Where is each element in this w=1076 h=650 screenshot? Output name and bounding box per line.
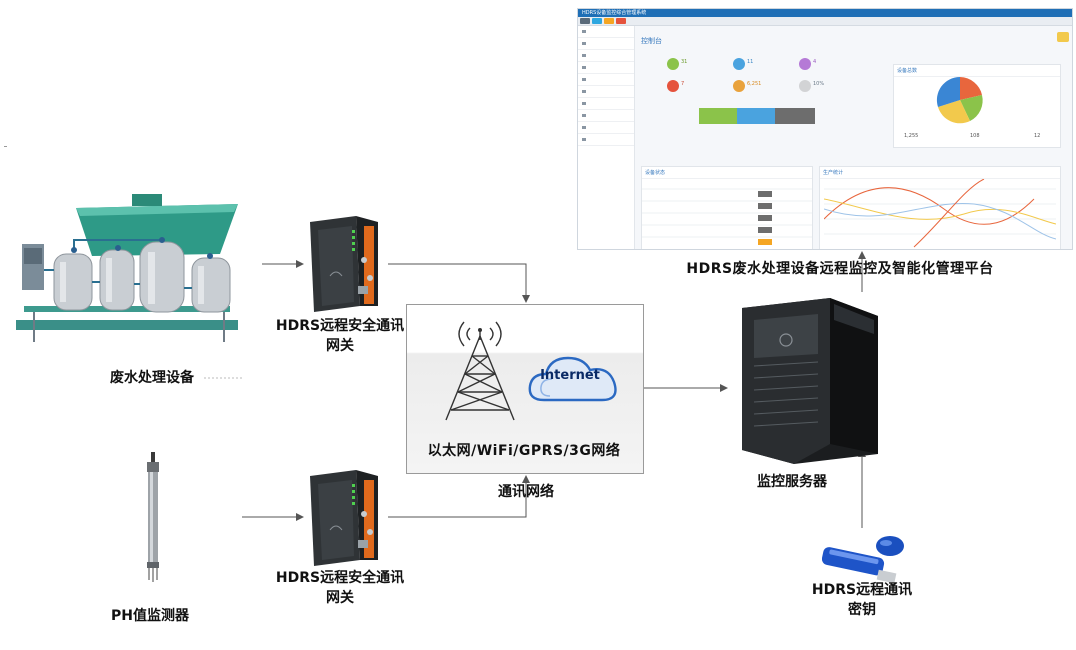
gateway-top-label-line1: HDRS远程安全通讯: [275, 318, 405, 334]
key-label-line1: HDRS远程通讯: [811, 582, 913, 598]
production-panel-title: 生产统计: [820, 167, 1060, 179]
production-panel: 生产统计: [819, 166, 1061, 249]
social-count: 12: [1034, 133, 1041, 139]
pie-panel: 设备总数 1,255 108 12: [893, 64, 1061, 148]
stray-mark: [4, 146, 7, 147]
sidebar-item: [578, 38, 634, 50]
sidebar-item: [578, 50, 634, 62]
gateway-bottom-device: [310, 470, 378, 566]
internet-cloud-icon: [528, 356, 617, 402]
sidebar-item: [578, 62, 634, 74]
dashboard-badge: [1057, 32, 1069, 42]
server-label: 监控服务器: [757, 474, 827, 490]
sidebar-item: [578, 74, 634, 86]
network-types-label: 以太网/WiFi/GPRS/3G网络: [427, 443, 621, 459]
dashboard-title-bar: HDRS设备监控综合管理系统: [578, 9, 1072, 17]
arrow-gateway-top-to-network: [388, 263, 530, 303]
dashboard-main: 控制台 31 11 4 7 6,251 10% 设备总数 1,255 108 1…: [635, 26, 1072, 249]
sidebar-item: [578, 98, 634, 110]
sidebar-item: [578, 122, 634, 134]
key-label-line2: 密钥: [848, 602, 876, 618]
production-line-chart: [824, 179, 1056, 248]
server-image: [742, 298, 878, 464]
ph-monitor-label: PH值监测器: [111, 608, 189, 624]
sidebar-item: [578, 86, 634, 98]
status-panel-title: 设备状态: [642, 167, 812, 179]
arrow-gateway-bottom-to-network: [388, 475, 530, 518]
dashboard-toolbar: [578, 17, 1072, 26]
dashboard-stats: [667, 58, 815, 124]
tower-icon: [445, 321, 515, 421]
gateway-bottom-label-line1: HDRS远程安全通讯: [275, 570, 405, 586]
stat-value: 11: [747, 59, 754, 65]
platform-label: HDRS废水处理设备远程监控及智能化管理平台: [686, 261, 994, 277]
toolbar-tab: [580, 18, 590, 24]
stat-value: 6,251: [747, 81, 762, 87]
status-table: [642, 188, 812, 245]
sidebar-item: [578, 110, 634, 122]
internet-label: Internet: [540, 368, 600, 383]
social-count: 108: [970, 133, 980, 139]
gateway-bottom-label-line2: 网关: [326, 590, 354, 606]
usb-key-image: [822, 536, 904, 582]
pie-chart: [936, 76, 983, 124]
network-caption-label: 通讯网络: [498, 484, 554, 500]
pie-panel-title: 设备总数: [894, 65, 1060, 77]
sidebar-item: [578, 134, 634, 146]
stat-value: 7: [681, 81, 685, 87]
toolbar-tab: [592, 18, 602, 24]
gateway-top-device: [310, 216, 378, 312]
equipment-label: 废水处理设备: [110, 370, 194, 386]
equipment-label-dots: [204, 377, 244, 379]
platform-dashboard: HDRS设备监控综合管理系统 控制台 31 11 4 7 6,251 10%: [577, 8, 1073, 250]
stat-value: 4: [813, 59, 817, 65]
stat-value: 31: [681, 59, 688, 65]
toolbar-tab: [604, 18, 614, 24]
toolbar-tab: [616, 18, 626, 24]
gateway-top-label-line2: 网关: [326, 338, 354, 354]
dashboard-title: HDRS设备监控综合管理系统: [582, 10, 647, 16]
social-count: 1,255: [904, 133, 919, 139]
status-panel: 设备状态: [641, 166, 813, 249]
sidebar-item: [578, 26, 634, 38]
wastewater-equipment-image: [16, 194, 238, 342]
stat-value: 10%: [813, 81, 825, 87]
dashboard-page-title: 控制台: [641, 37, 662, 45]
dashboard-sidebar: [578, 26, 635, 249]
ph-probe-image: [147, 452, 159, 582]
